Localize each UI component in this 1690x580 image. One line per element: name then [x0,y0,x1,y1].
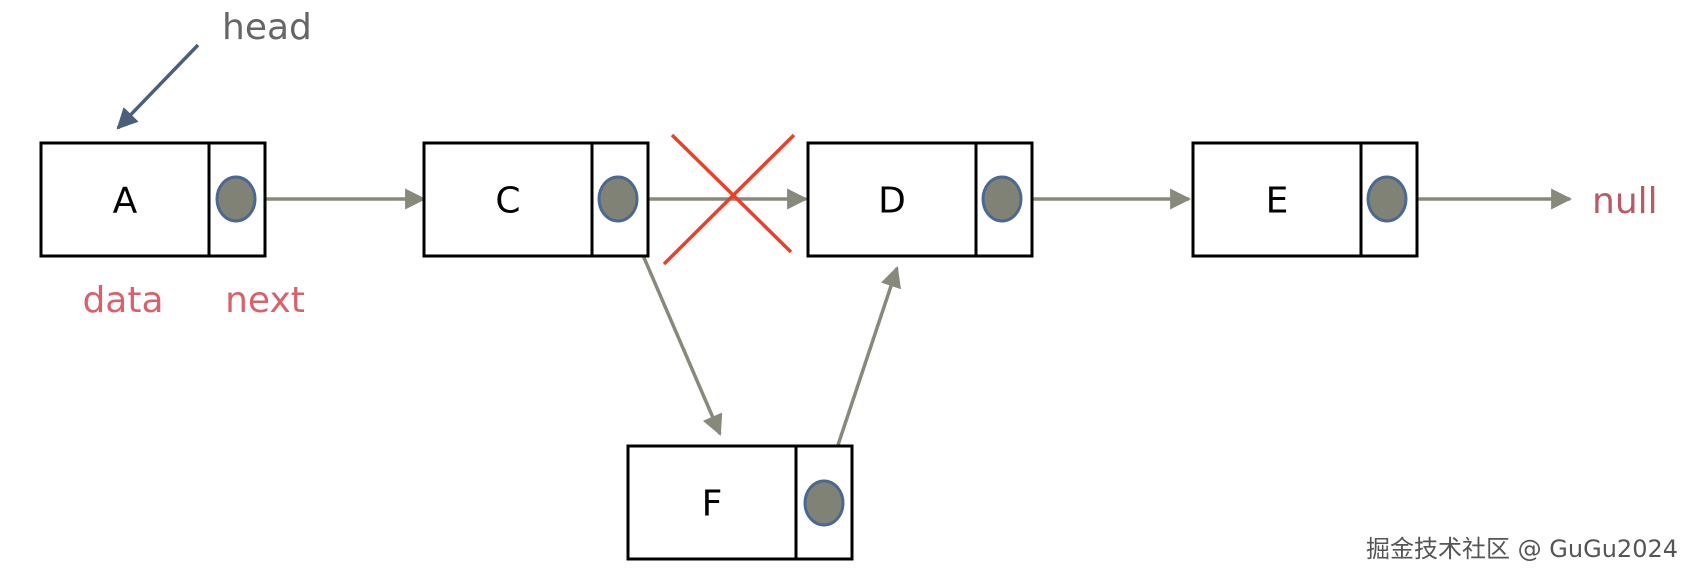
node-d: D [806,141,1034,258]
node-c: C [422,141,650,258]
head-label: head [222,7,312,48]
node-a-data-cell [39,141,211,258]
node-e-label: E [1266,181,1289,222]
node-a-label: A [113,181,138,222]
data-field-label: data [82,280,163,321]
removed-link-cross-icon [662,133,796,266]
node-e-pointer-dot [1366,175,1408,223]
node-a: A [39,141,267,258]
node-e: E [1191,141,1419,258]
watermark: 掘金技术社区 @ GuGu2024 [1366,535,1678,563]
null-label: null [1592,181,1658,222]
node-d-pointer-dot [981,175,1023,223]
node-d-label: D [878,181,906,222]
node-a-pointer-dot [215,175,257,223]
head-arrow [116,43,200,130]
node-c-pointer-dot [597,175,639,223]
node-f-data-cell [626,444,798,561]
next-field-label: next [225,280,305,321]
node-f: F [626,444,854,561]
node-f-pointer-dot [803,479,845,527]
node-c-label: C [495,181,520,222]
node-f-label: F [702,484,723,525]
node-e-data-cell [1191,141,1363,258]
